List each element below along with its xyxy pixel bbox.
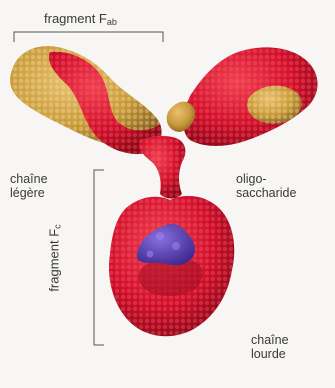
fab-arm-left (10, 46, 162, 154)
fab-arm-right (167, 47, 318, 146)
fab-bracket (14, 32, 163, 42)
hinge-region (139, 136, 185, 199)
light-chain-label: chaîne légère (10, 172, 48, 200)
fc-fragment-label: fragment Fc (48, 224, 65, 291)
fc-bracket (94, 170, 104, 345)
oligosaccharide-label: oligo- saccharide (236, 172, 296, 200)
fab-fragment-label: fragment Fab (44, 12, 117, 29)
fc-fragment (109, 196, 234, 336)
heavy-chain-label: chaîne lourde (251, 333, 289, 361)
